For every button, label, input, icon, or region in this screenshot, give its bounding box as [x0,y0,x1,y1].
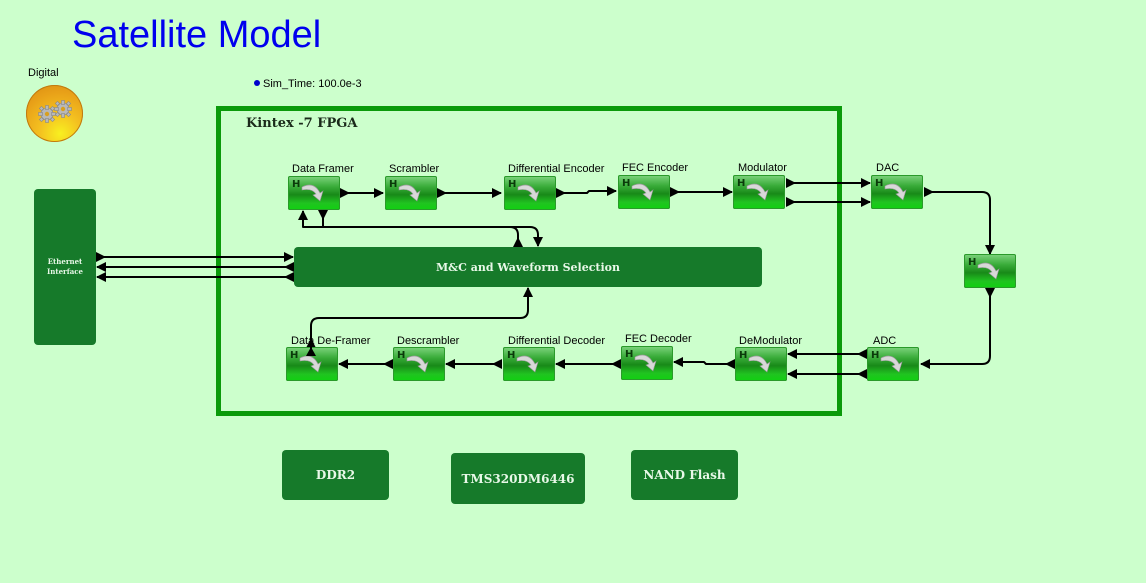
hierarchy-icon: H [508,179,517,190]
dac-label: DAC [876,162,900,174]
fec-decoder-block[interactable]: H [621,346,673,380]
curved-arrow-icon [977,262,1000,280]
ddr2-block[interactable]: DDR2 [282,450,389,500]
fpga-label: Kintex -7 FPGA [246,116,358,131]
hierarchy-icon: H [507,350,516,361]
curved-arrow-icon [516,355,539,373]
curved-arrow-icon [746,183,769,201]
hierarchy-icon: H [622,178,631,189]
fec-decoder-label: FEC Decoder [625,333,692,345]
gears-icon [38,100,72,123]
curved-arrow-icon [517,184,540,202]
wire-deframer-to-mc [306,287,533,348]
wire-mc-to-framer [298,210,523,247]
demodulator-label: DeModulator [739,335,802,347]
curved-arrow-icon [634,354,657,372]
diff-decoder-block[interactable]: H [503,347,555,381]
descrambler-label: Descrambler [397,335,460,347]
dac-block[interactable]: H [871,175,923,209]
curved-arrow-icon [301,184,324,202]
data-deframer-label: Data De-Framer [291,335,371,347]
fec-encoder-label: FEC Encoder [622,162,689,174]
data-framer-label: Data Framer [292,163,354,175]
digital-button[interactable] [26,85,83,142]
modulator-block[interactable]: H [733,175,785,209]
curved-arrow-icon [631,183,654,201]
tms320dm6446-block[interactable]: TMS320DM6446 [451,453,585,504]
curved-arrow-icon [299,355,322,373]
wire-demod-fecdec [673,357,735,369]
curved-arrow-icon [406,355,429,373]
hierarchy-icon: H [871,350,880,361]
curved-arrow-icon [398,184,421,202]
mc-label: M&C and Waveform Selection [436,260,620,274]
diff-encoder-label: Differential Encoder [508,163,605,175]
hierarchy-icon: H [625,349,634,360]
adc-block[interactable]: H [867,347,919,381]
hierarchy-icon: H [968,257,977,268]
hierarchy-icon: H [290,350,299,361]
scrambler-block[interactable]: H [385,176,437,210]
ddr2-label: DDR2 [315,468,356,482]
adc-label: ADC [873,335,897,347]
wire-channel-adc [920,288,995,369]
diff-encoder-block[interactable]: H [504,176,556,210]
tms-label: TMS320DM6446 [461,471,575,486]
descrambler-block[interactable]: H [393,347,445,381]
curved-arrow-icon [880,355,903,373]
diff-decoder-label: Differential Decoder [508,335,606,347]
sim-time-text: Sim_Time: 100.0e-3 [263,78,362,90]
curved-arrow-icon [884,183,907,201]
hierarchy-icon: H [292,179,301,190]
wire-dac-channel [924,187,995,255]
scrambler-label: Scrambler [389,163,440,175]
hierarchy-icon: H [737,178,746,189]
ethernet-label-line1: Ethernet [47,257,83,266]
nand-label: NAND Flash [643,468,726,482]
hierarchy-icon: H [739,350,748,361]
sim-time-indicator-icon [254,80,260,86]
mc-waveform-selection-block[interactable]: M&C and Waveform Selection [294,247,762,287]
demodulator-block[interactable]: H [735,347,787,381]
hierarchy-icon: H [875,178,884,189]
data-deframer-block[interactable]: H [286,347,338,381]
curved-arrow-icon [748,355,771,373]
wire-diffenc-fecenc [556,186,617,198]
sim-time-readout: Sim_Time: 100.0e-3 [254,78,362,90]
hierarchy-icon: H [389,179,398,190]
nand-flash-block[interactable]: NAND Flash [631,450,738,500]
ethernet-label-line2: Interface [46,267,83,276]
digital-label: Digital [28,67,59,79]
fec-encoder-block[interactable]: H [618,175,670,209]
page-title: Satellite Model [72,14,322,56]
modulator-label: Modulator [738,162,787,174]
data-framer-block[interactable]: H [288,176,340,210]
hierarchy-icon: H [397,350,406,361]
wire-framer-to-mc [318,210,543,247]
channel-block[interactable]: H [964,254,1016,288]
